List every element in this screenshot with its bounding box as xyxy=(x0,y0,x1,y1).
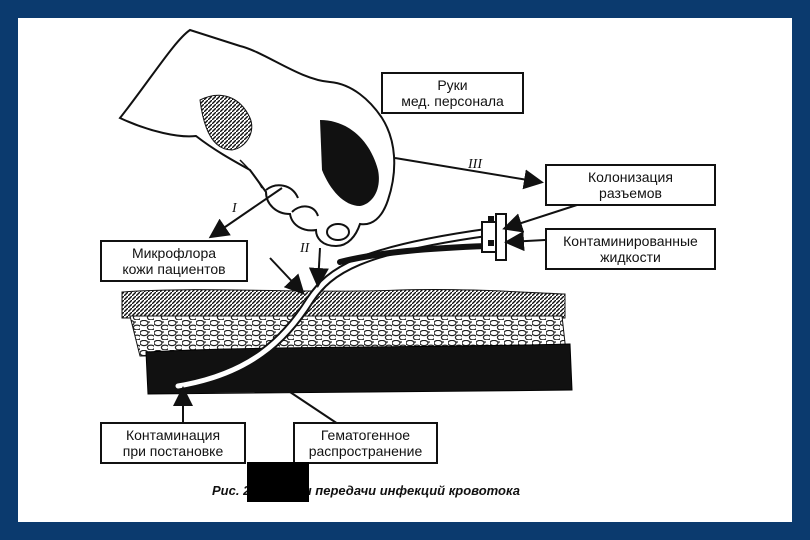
arrow-hands-to-skinflora xyxy=(208,187,283,239)
label-contaminated-fluids-line2: жидкости xyxy=(600,249,661,265)
staff-hand-drawing xyxy=(118,28,396,248)
pathway-marker-one: I xyxy=(231,201,238,216)
arrow-skinflora-to-entry xyxy=(269,257,305,295)
arrow-hematogenous xyxy=(289,391,339,425)
label-skin-flora-line1: Микрофлора xyxy=(131,245,217,261)
label-skin-flora: Микрофлора кожи пациентов xyxy=(100,240,248,282)
label-insertion-line2: при постановке xyxy=(122,443,224,459)
label-contaminated-fluids-line1: Контаминированные xyxy=(563,233,698,249)
pathway-marker-three: III xyxy=(467,157,483,172)
catheter-second-line xyxy=(337,243,491,265)
label-colonization: Колонизация разъемов xyxy=(545,164,716,206)
label-hematogenous-line1: Гематогенное xyxy=(320,427,411,443)
label-contaminated-fluids: Контаминированные жидкости xyxy=(545,228,716,270)
label-hematogenous-line2: распространение xyxy=(308,443,423,459)
catheter-inner xyxy=(175,229,493,389)
redaction-block xyxy=(247,462,309,502)
arrow-fluids-to-connector xyxy=(504,231,546,252)
label-insertion-line1: Контаминация xyxy=(125,427,221,443)
arrow-hands-to-colonization xyxy=(394,157,544,190)
label-staff-hands-line2: мед. персонала xyxy=(401,93,504,109)
pathway-marker-two: II xyxy=(299,241,311,256)
skin-surface-layer xyxy=(121,288,566,319)
arrow-colonization-to-connector xyxy=(502,203,581,233)
label-hematogenous-spread: Гематогенное распространение xyxy=(293,422,438,464)
figure-caption-text: Пути передачи инфекций кровотока xyxy=(275,483,520,498)
blood-vessel-layer xyxy=(145,343,573,395)
label-skin-flora-line2: кожи пациентов xyxy=(122,261,226,277)
label-colonization-line1: Колонизация xyxy=(588,169,673,185)
arrow-hands-to-entry xyxy=(308,247,329,288)
label-staff-hands: Руки мед. персонала xyxy=(381,72,524,114)
label-insertion-contamination: Контаминация при постановке xyxy=(100,422,246,464)
label-staff-hands-line1: Руки xyxy=(437,77,468,93)
catheter-connector xyxy=(481,213,507,261)
label-colonization-line2: разъемов xyxy=(599,185,662,201)
